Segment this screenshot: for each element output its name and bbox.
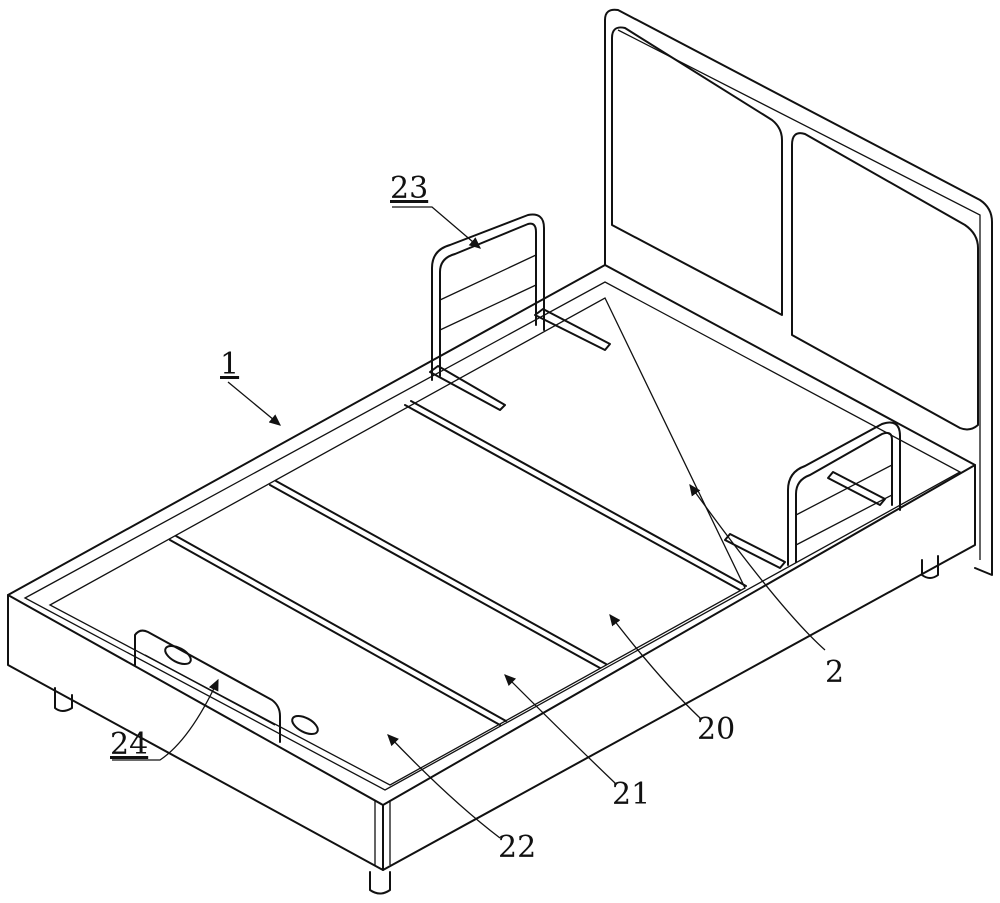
label-2: 2	[825, 655, 845, 690]
label-24: 24	[110, 727, 149, 762]
label-22: 22	[498, 830, 537, 865]
bed-frame	[7, 264, 976, 871]
label-23: 23	[390, 171, 429, 206]
legs	[54, 555, 939, 895]
leader-lines	[112, 206, 826, 839]
label-1: 1	[220, 347, 240, 382]
guardrail-left	[429, 213, 611, 411]
handle	[134, 629, 319, 743]
headboard	[604, 8, 993, 576]
guardrail-right	[724, 421, 901, 569]
label-21: 21	[612, 777, 651, 812]
panel-dividers	[169, 400, 747, 726]
label-20: 20	[697, 712, 736, 747]
